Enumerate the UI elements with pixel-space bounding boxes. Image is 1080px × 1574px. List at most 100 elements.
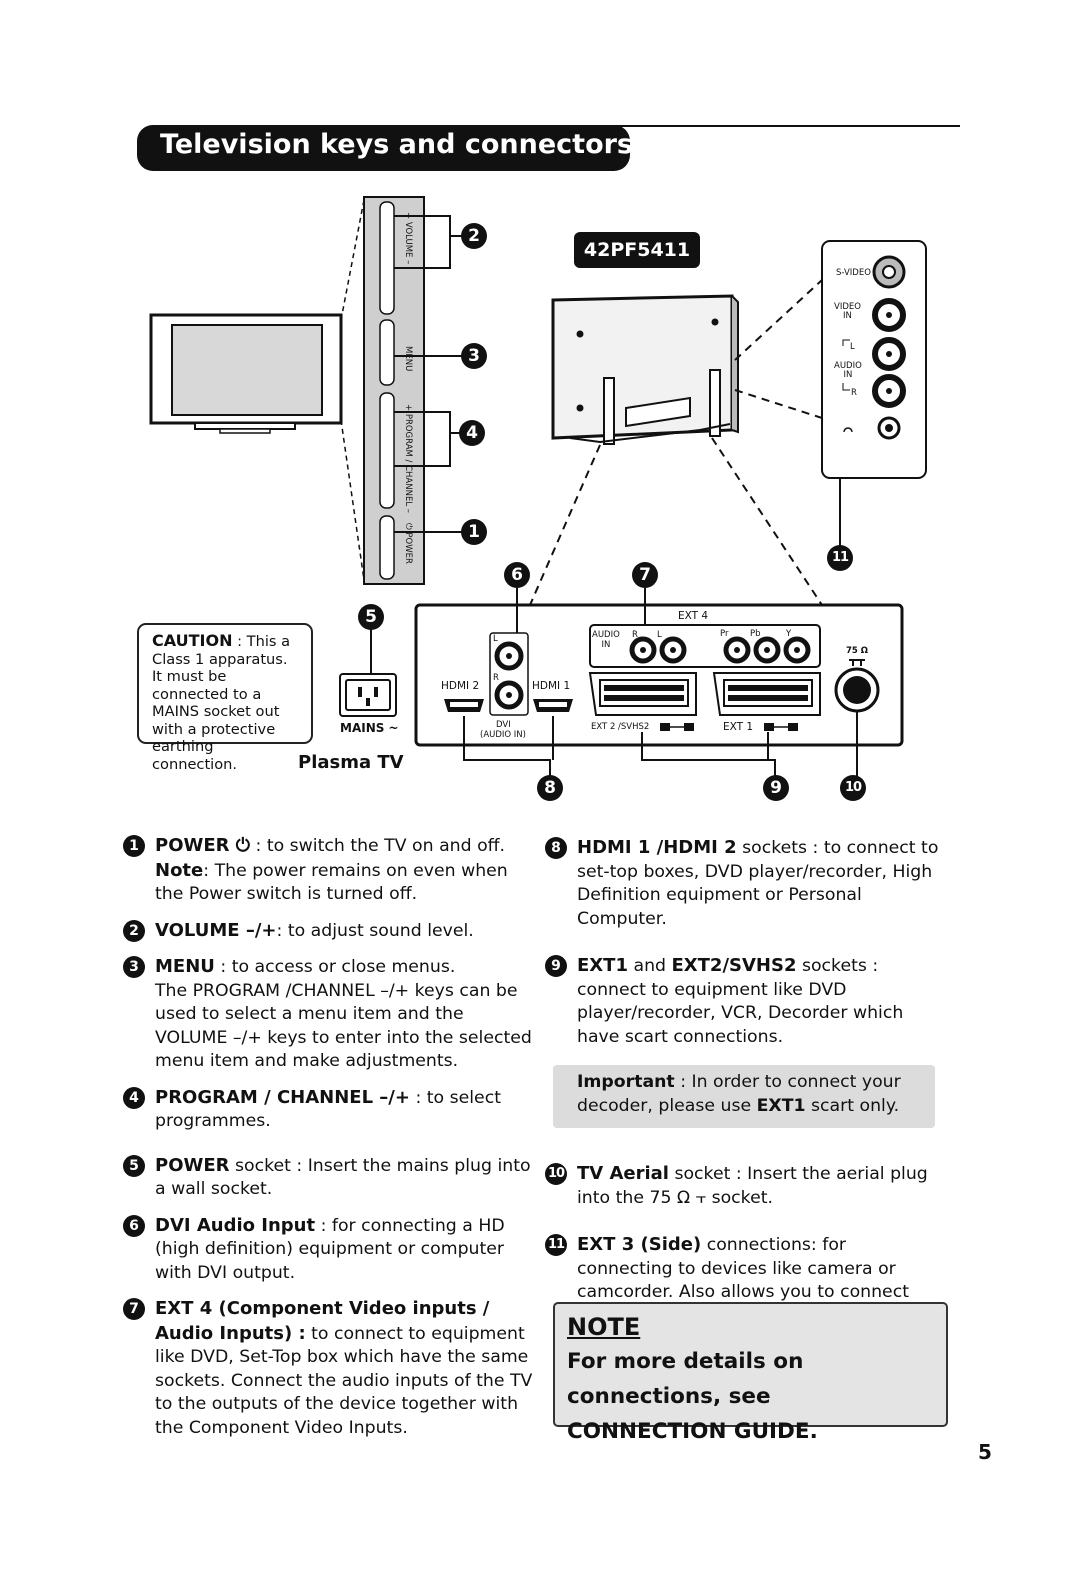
power-key-label: ⏻ POWER (403, 523, 413, 564)
ext4-y-label: Y (786, 629, 792, 639)
entry-title: EXT1 (577, 955, 628, 976)
ext4-audio-r-label: R (632, 630, 638, 640)
mains-label: MAINS ~ (340, 721, 399, 735)
entry-text: socket : Insert the aerial plug into the… (577, 1164, 928, 1208)
left-description-column: 1 POWER ⏻ : to switch the TV on and off.… (123, 834, 533, 1440)
ext4-audio-in-label: AUDIO IN (592, 630, 620, 650)
side-key-panel (363, 196, 425, 585)
ext2-label: EXT 2 /SVHS2 (591, 722, 650, 732)
plasma-tv-label: Plasma TV (298, 752, 404, 773)
side-connector-panel (821, 240, 927, 548)
dvi-audio-r-label: R (493, 673, 499, 683)
entry-dvi-audio: 6 DVI Audio Input : for connecting a HD … (123, 1214, 533, 1286)
program-key-label: + PROGRAM / CHANNEL – (403, 404, 413, 514)
callout-11: 11 (827, 545, 853, 571)
entry-hdmi: 8 HDMI 1 /HDMI 2 sockets : to connect to… (545, 836, 945, 931)
entry-text: : to switch the TV on and off. (250, 836, 506, 856)
dvi-label: DVI (496, 720, 511, 730)
entry-text: socket : Insert the mains plug into a wa… (155, 1155, 531, 1200)
page-title: Television keys and connectors (160, 129, 634, 160)
entry-text: : to select programmes. (155, 1087, 501, 1132)
entry-number: 11 (545, 1234, 567, 1256)
entry-title: EXT 4 (Component Video inputs / Audio In… (155, 1298, 490, 1344)
rear-tv-illustration (551, 294, 739, 445)
entry-number: 4 (123, 1086, 145, 1109)
rear-leader-lines (529, 279, 823, 606)
entry-title: POWER (155, 1154, 230, 1176)
entry-number: 2 (123, 919, 145, 942)
callout-6: 6 (504, 562, 530, 588)
entry-scart: 9 EXT1 and EXT2/SVHS2 sockets : connect … (545, 954, 945, 1049)
key-panel-leader (340, 199, 365, 581)
entry-title-2: EXT2/SVHS2 (671, 955, 797, 976)
title-rule (600, 125, 960, 127)
video-in-label: VIDEO IN (834, 302, 861, 321)
dvi-audio-l-label: L (493, 634, 498, 644)
entry-number: 3 (123, 956, 145, 978)
caution-box: CAUTION : This a Class 1 apparatus. It m… (137, 623, 313, 773)
important-box: Important : In order to connect your dec… (553, 1065, 935, 1128)
entry-number: 6 (123, 1214, 145, 1237)
entry-volume: 2 VOLUME –/+: to adjust sound level. (123, 919, 533, 944)
entry-title: HDMI 1 /HDMI 2 (577, 837, 737, 858)
important-text: : In order to connect your decoder, plea… (577, 1072, 901, 1116)
entry-mid-text: and (627, 956, 672, 976)
entry-title: TV Aerial (577, 1163, 669, 1184)
ext4-label: EXT 4 (678, 610, 709, 622)
mains-socket (339, 628, 397, 717)
important-label: Important (577, 1072, 675, 1092)
important-tail: scart only. (805, 1095, 900, 1116)
right-description-column: 8 HDMI 1 /HDMI 2 sockets : to connect to… (545, 836, 945, 1352)
callout-4: 4 (459, 420, 485, 446)
entry-number: 8 (545, 837, 567, 859)
entry-text: : for connecting a HD (high definition) … (155, 1215, 505, 1283)
entry-number: 10 (545, 1163, 567, 1185)
entry-ext4: 7 EXT 4 (Component Video inputs / Audio … (123, 1297, 533, 1440)
important-ext1: EXT1 (756, 1095, 806, 1116)
callout-3: 3 (461, 343, 487, 369)
entry-text: sockets : connect to equipment like DVD … (577, 956, 904, 1047)
connector-diagram: 42PF5411 + VOLUME – MENU + PROGRAM / CHA… (0, 180, 1080, 810)
entry-text: : to adjust sound level. (276, 920, 474, 941)
connector-callout-lines (463, 588, 858, 778)
ext1-label: EXT 1 (723, 721, 754, 733)
entry-title: DVI Audio Input (155, 1214, 316, 1236)
rear-connector-panel (414, 603, 904, 747)
entry-number: 1 (123, 835, 145, 857)
note-body: For more details on connections, see CON… (567, 1349, 818, 1444)
entry-number: 7 (123, 1298, 145, 1320)
diagram-illustration (149, 196, 927, 778)
entry-title: VOLUME –/+ (155, 919, 277, 941)
front-tv-illustration (149, 313, 343, 434)
page-number: 5 (978, 1440, 992, 1464)
ext4-pr-label: Pr (720, 629, 729, 639)
callout-9: 9 (763, 775, 789, 801)
entry-extra-text: The PROGRAM /CHANNEL –/+ keys can be use… (155, 980, 532, 1072)
hdmi1-label: HDMI 1 (532, 680, 571, 692)
title-bar (137, 125, 630, 171)
svideo-label: S-VIDEO (836, 268, 871, 278)
ext4-pb-label: Pb (750, 629, 761, 639)
note-box: NOTE For more details on connections, se… (553, 1302, 948, 1444)
entry-text: to connect to equipment like DVD, Set-To… (155, 1323, 533, 1438)
ext4-audio-l-label: L (657, 630, 662, 640)
callout-8: 8 (537, 775, 563, 801)
entry-title: EXT 3 (Side) (577, 1234, 702, 1255)
caution-label: CAUTION (152, 631, 233, 650)
side-audio-in-label: AUDIO IN (834, 361, 862, 380)
entry-title: MENU (155, 956, 215, 977)
aerial-label: 75 Ω (846, 646, 869, 656)
entry-text: sockets : to connect to set-top boxes, D… (577, 838, 939, 929)
entry-note-text: : The power remains on even when the Pow… (155, 860, 508, 905)
callout-2: 2 (461, 223, 487, 249)
entry-text: : to access or close menus. (214, 957, 456, 977)
callout-1: 1 (461, 519, 487, 545)
entry-program-channel: 4 PROGRAM / CHANNEL –/+ : to select prog… (123, 1086, 533, 1134)
model-badge: 42PF5411 (574, 232, 700, 268)
callout-10: 10 (840, 775, 866, 801)
entry-number: 5 (123, 1154, 145, 1177)
entry-menu: 3 MENU : to access or close menus. The P… (123, 955, 533, 1074)
menu-key-label: MENU (403, 346, 413, 372)
note-heading: NOTE (567, 1313, 641, 1341)
entry-aerial: 10 TV Aerial socket : Insert the aerial … (545, 1162, 945, 1210)
